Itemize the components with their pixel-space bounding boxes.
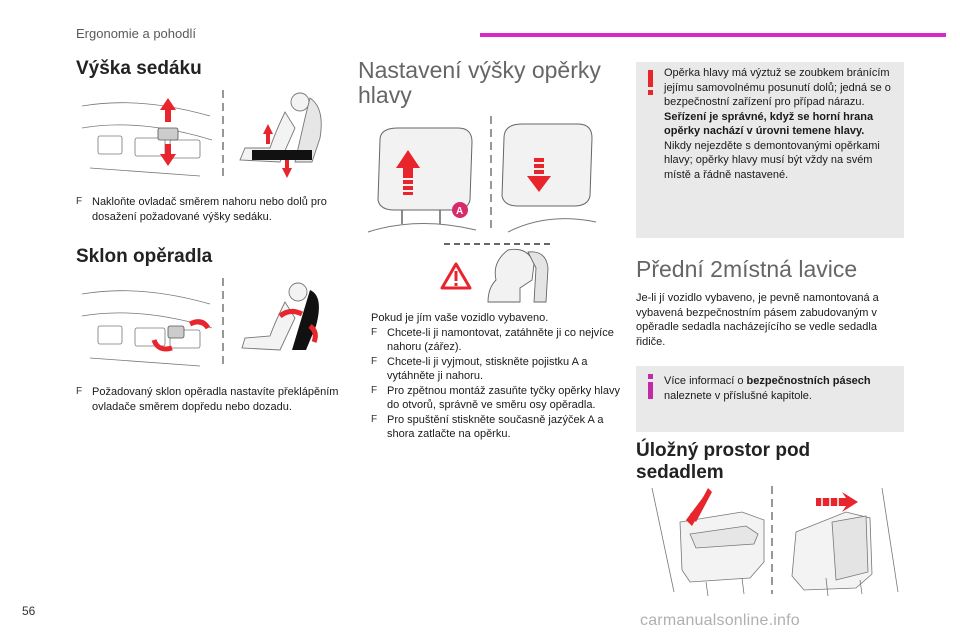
info-box: Více informací o bezpečnostních pásech n… bbox=[636, 366, 904, 432]
backrest-tilt-title: Sklon opěradla bbox=[76, 246, 213, 267]
backrest-tilt-illustration bbox=[81, 278, 319, 368]
headrest-intro: Pokud je jím vaše vozidlo vybaveno. bbox=[371, 312, 549, 324]
header-accent-bar bbox=[480, 33, 946, 37]
storage-illustration bbox=[651, 486, 899, 597]
info-text-bold: bezpečnostních pásech bbox=[746, 375, 871, 387]
section-title: Ergonomie a pohodlí bbox=[76, 26, 196, 41]
warning-icon bbox=[648, 70, 653, 95]
watermark: carmanualsonline.info bbox=[640, 612, 800, 629]
info-text-pre: Více informací o bbox=[664, 375, 747, 387]
warning-text-1: Opěrka hlavy má výztuž se zoubkem bráníc… bbox=[664, 67, 891, 108]
bench-text: Je-li jí vozidlo vybaveno, je pevně namo… bbox=[636, 292, 879, 348]
seat-height-title: Výška sedáku bbox=[76, 58, 202, 79]
info-text-post: naleznete v příslušné kapitole. bbox=[664, 389, 812, 402]
bench-title: Přední 2místná lavice bbox=[636, 256, 858, 282]
headrest-title: Nastavení výšky opěrky hlavy bbox=[358, 57, 601, 108]
page-number: 56 bbox=[22, 604, 36, 618]
warning-text-2: Seřízení je správné, když se horní hrana… bbox=[664, 110, 874, 138]
warning-box: Opěrka hlavy má výztuž se zoubkem bráníc… bbox=[636, 62, 904, 238]
headrest-illustration: A bbox=[367, 116, 597, 303]
label-a: A bbox=[456, 206, 463, 217]
seat-height-illustration bbox=[81, 90, 322, 180]
warning-text-3: Nikdy nejezděte s demontovanými opěrkami… bbox=[664, 139, 880, 181]
info-icon bbox=[648, 374, 653, 399]
storage-title: Úložný prostor pod sedadlem bbox=[636, 440, 811, 483]
